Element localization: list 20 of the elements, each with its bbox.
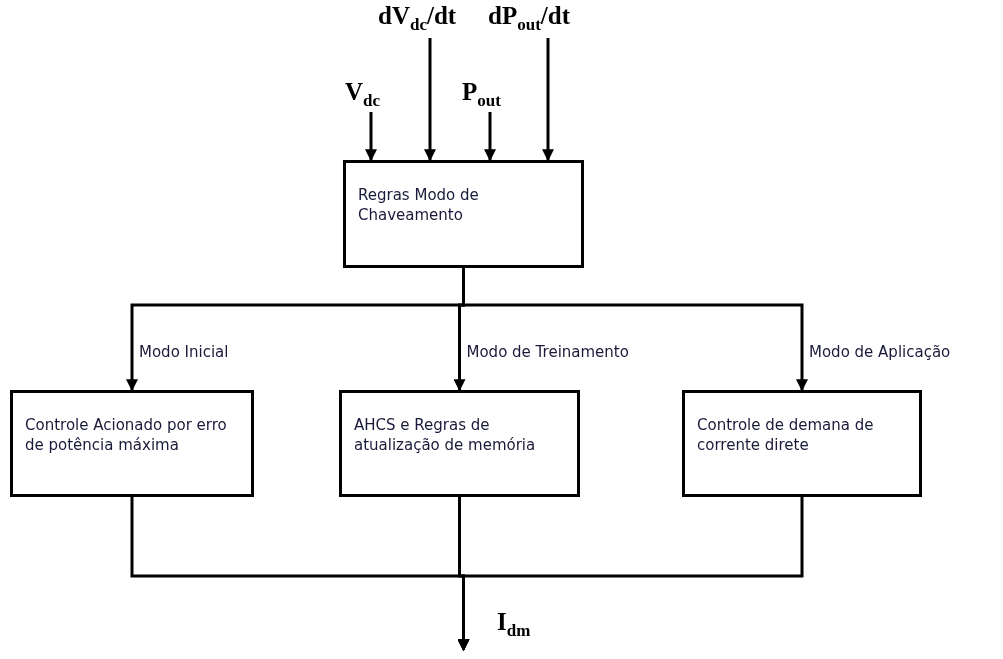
- edge-label: Modo de Aplicação: [807, 343, 953, 361]
- process-box: [682, 390, 922, 497]
- box-label: Controle de demana de corrente direte: [697, 415, 875, 455]
- process-box: [10, 390, 254, 497]
- arrow: [424, 38, 436, 162]
- signal-label: I$_{dm}$: [497, 608, 531, 635]
- signal-label: dV$_{dc}$/dt: [378, 2, 457, 29]
- arrow: [542, 38, 554, 162]
- box-label: Controle Acionado por erro de potência máxima: [25, 415, 228, 455]
- arrow: [365, 112, 377, 162]
- arrow: [484, 112, 496, 162]
- arrow: [462, 268, 808, 392]
- signal-label: V$_{dc}$: [345, 78, 381, 105]
- process-box: [343, 160, 584, 268]
- box-label: AHCS e Regras de atualização de memória: [354, 415, 537, 455]
- signal-label: P$_{out}$: [462, 78, 501, 105]
- process-box: [339, 390, 580, 497]
- signal-label: dP$_{out}$/dt: [488, 2, 570, 29]
- arrow: [457, 497, 804, 652]
- box-label: Regras Modo de Chaveamento: [358, 185, 480, 225]
